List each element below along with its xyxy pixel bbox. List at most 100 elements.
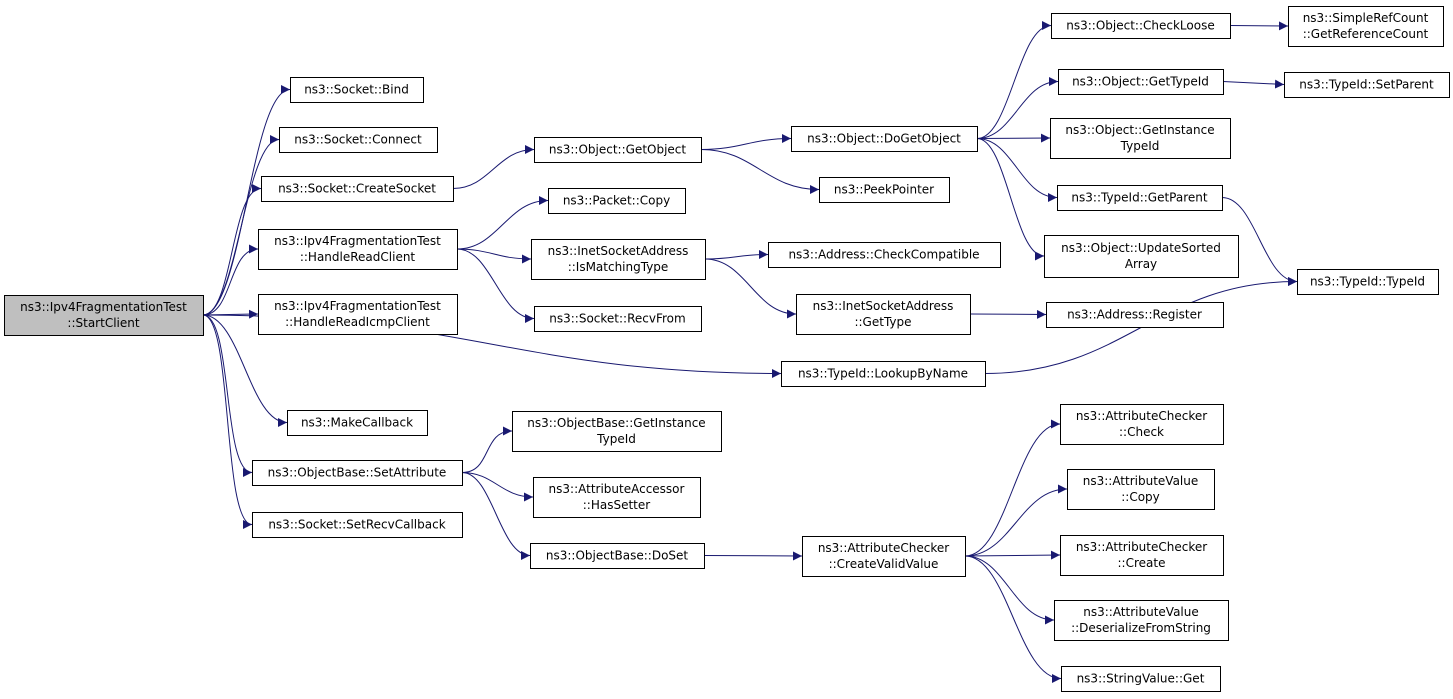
node-box-start_client	[4, 295, 204, 336]
node-label-socket_connect-line-0: ns3::Socket::Connect	[294, 133, 422, 147]
node-box-typeid_setparent	[1284, 72, 1450, 98]
node-label-typeid_typeid-line-0: ns3::TypeId::TypeId	[1310, 275, 1425, 289]
edge-object_dogetobject-to-typeid_getparent	[976, 138, 1058, 202]
edge-object_dogetobject-to-object_updatesortedarray	[976, 138, 1045, 261]
node-label-object_getinstancetypeid-line-1: TypeId	[1120, 139, 1160, 153]
node-makecallback[interactable]: ns3::MakeCallback	[287, 410, 428, 436]
node-typeid_lookupbyname[interactable]: ns3::TypeId::LookupByName	[781, 361, 986, 387]
node-label-socket_bind-line-0: ns3::Socket::Bind	[304, 83, 409, 97]
edge-start_client-to-objectbase_setattribute	[202, 314, 253, 477]
node-label-attributevalue_copy-line-0: ns3::AttributeValue	[1083, 474, 1199, 488]
node-box-objectbase_setattribute	[252, 460, 463, 486]
node-label-attributechecker_create-line-1: ::Create	[1118, 556, 1166, 570]
node-address_checkcompatible[interactable]: ns3::Address::CheckCompatible	[768, 242, 1001, 268]
node-attributechecker_createvalidvalue[interactable]: ns3::AttributeChecker::CreateValidValue	[802, 536, 966, 577]
node-label-inetsocketaddress_ismatchingtype-line-1: ::IsMatchingType	[568, 260, 669, 274]
node-label-attributechecker_createvalidvalue-line-1: ::CreateValidValue	[829, 557, 939, 571]
node-label-attributechecker_create-line-0: ns3::AttributeChecker	[1076, 540, 1207, 554]
node-simplerefcount_getreferencecount[interactable]: ns3::SimpleRefCount::GetReferenceCount	[1288, 6, 1444, 47]
node-label-attributevalue_deserializefromstring-line-1: ::DeserializeFromString	[1071, 621, 1211, 635]
node-box-socket_recvfrom	[534, 306, 702, 332]
node-box-attributevalue_deserializefromstring	[1054, 600, 1229, 641]
node-label-object_dogetobject-line-0: ns3::Object::DoGetObject	[807, 132, 961, 146]
node-label-object_updatesortedarray-line-1: Array	[1125, 257, 1157, 271]
edge-handlereadclient-to-socket_recvfrom	[456, 248, 535, 323]
node-label-objectbase_getinstancetypeid-line-1: TypeId	[596, 432, 636, 446]
node-label-inetsocketaddress_ismatchingtype-line-0: ns3::InetSocketAddress	[548, 244, 689, 258]
node-inetsocketaddress_gettype[interactable]: ns3::InetSocketAddress::GetType	[796, 294, 971, 335]
edge-start_client-to-socket_setrecvcallback	[202, 314, 253, 529]
node-handlereadclient[interactable]: ns3::Ipv4FragmentationTest::HandleReadCl…	[258, 229, 458, 270]
edge-typeid_getparent-to-typeid_typeid	[1221, 197, 1298, 286]
node-label-object_updatesortedarray-line-0: ns3::Object::UpdateSorted	[1061, 241, 1221, 255]
node-label-attributechecker_check-line-1: ::Check	[1119, 425, 1164, 439]
node-socket_recvfrom[interactable]: ns3::Socket::RecvFrom	[534, 306, 702, 332]
node-label-handlereadclient-line-1: ::HandleReadClient	[300, 250, 416, 264]
node-label-peekpointer-line-0: ns3::PeekPointer	[834, 183, 934, 197]
node-box-object_getobject	[534, 137, 702, 163]
node-peekpointer[interactable]: ns3::PeekPointer	[819, 177, 950, 203]
node-label-packet_copy-line-0: ns3::Packet::Copy	[563, 194, 670, 208]
edge-attributechecker_createvalidvalue-to-stringvalue_get	[964, 555, 1062, 683]
node-label-handlereadclient-line-0: ns3::Ipv4FragmentationTest	[274, 234, 441, 248]
node-label-objectbase_getinstancetypeid-line-0: ns3::ObjectBase::GetInstance	[527, 416, 705, 430]
edge-inetsocketaddress_gettype-to-address_register	[969, 309, 1047, 319]
node-packet_copy[interactable]: ns3::Packet::Copy	[548, 188, 686, 214]
node-label-objectbase_setattribute-line-0: ns3::ObjectBase::SetAttribute	[268, 466, 447, 480]
node-typeid_setparent[interactable]: ns3::TypeId::SetParent	[1284, 72, 1450, 98]
node-typeid_getparent[interactable]: ns3::TypeId::GetParent	[1057, 185, 1223, 211]
node-box-object_updatesortedarray	[1044, 235, 1239, 278]
edge-object_getobject-to-peekpointer	[700, 149, 820, 194]
node-label-socket_createsocket-line-0: ns3::Socket::CreateSocket	[278, 182, 436, 196]
edge-objectbase_setattribute-to-attributeaccessor_hassetter	[461, 472, 534, 502]
node-attributeaccessor_hassetter[interactable]: ns3::AttributeAccessor::HasSetter	[533, 477, 701, 518]
edge-objectbase_setattribute-to-objectbase_getinstancetypeid	[461, 426, 513, 473]
node-handlereadicmpclient[interactable]: ns3::Ipv4FragmentationTest::HandleReadIc…	[258, 294, 458, 335]
edge-inetsocketaddress_ismatchingtype-to-address_checkcompatible	[704, 250, 769, 260]
node-box-socket_setrecvcallback	[252, 512, 463, 538]
node-box-attributechecker_check	[1060, 404, 1224, 445]
node-socket_setrecvcallback[interactable]: ns3::Socket::SetRecvCallback	[252, 512, 463, 538]
node-box-peekpointer	[819, 177, 950, 203]
node-label-address_checkcompatible-line-0: ns3::Address::CheckCompatible	[788, 248, 979, 262]
node-box-attributevalue_copy	[1067, 469, 1215, 510]
edge-object_getobject-to-object_dogetobject	[700, 134, 792, 150]
node-objectbase_doset[interactable]: ns3::ObjectBase::DoSet	[530, 543, 705, 569]
node-typeid_typeid[interactable]: ns3::TypeId::TypeId	[1297, 269, 1439, 295]
node-address_register[interactable]: ns3::Address::Register	[1046, 302, 1224, 328]
node-socket_bind[interactable]: ns3::Socket::Bind	[290, 77, 424, 103]
node-label-object_getinstancetypeid-line-0: ns3::Object::GetInstance	[1065, 123, 1214, 137]
node-inetsocketaddress_ismatchingtype[interactable]: ns3::InetSocketAddress::IsMatchingType	[531, 239, 706, 280]
node-label-start_client-line-0: ns3::Ipv4FragmentationTest	[20, 300, 187, 314]
nodes-layer: ns3::Ipv4FragmentationTest::StartClientn…	[4, 6, 1450, 692]
node-object_gettypeid[interactable]: ns3::Object::GetTypeId	[1058, 69, 1224, 95]
node-objectbase_setattribute[interactable]: ns3::ObjectBase::SetAttribute	[252, 460, 463, 486]
node-label-simplerefcount_getreferencecount-line-1: ::GetReferenceCount	[1303, 27, 1429, 41]
node-object_getobject[interactable]: ns3::Object::GetObject	[534, 137, 702, 163]
node-socket_connect[interactable]: ns3::Socket::Connect	[279, 127, 438, 153]
node-attributechecker_check[interactable]: ns3::AttributeChecker::Check	[1060, 404, 1224, 445]
node-box-object_checkloose	[1051, 13, 1231, 39]
node-socket_createsocket[interactable]: ns3::Socket::CreateSocket	[261, 176, 454, 202]
node-label-address_register-line-0: ns3::Address::Register	[1067, 308, 1202, 322]
node-label-inetsocketaddress_gettype-line-0: ns3::InetSocketAddress	[813, 299, 954, 313]
node-stringvalue_get[interactable]: ns3::StringValue::Get	[1061, 666, 1221, 692]
node-attributechecker_create[interactable]: ns3::AttributeChecker::Create	[1060, 535, 1224, 576]
edge-handlereadclient-to-inetsocketaddress_ismatchingtype	[456, 248, 532, 264]
edge-attributechecker_createvalidvalue-to-attributevalue_copy	[964, 484, 1068, 557]
edge-objectbase_doset-to-attributechecker_createvalidvalue	[703, 551, 803, 561]
node-label-stringvalue_get-line-0: ns3::StringValue::Get	[1077, 672, 1205, 686]
node-box-attributeaccessor_hassetter	[533, 477, 701, 518]
node-start_client[interactable]: ns3::Ipv4FragmentationTest::StartClient	[4, 295, 204, 336]
node-attributevalue_deserializefromstring[interactable]: ns3::AttributeValue::DeserializeFromStri…	[1054, 600, 1229, 641]
edge-start_client-to-socket_connect	[202, 135, 280, 316]
node-attributevalue_copy[interactable]: ns3::AttributeValue::Copy	[1067, 469, 1215, 510]
node-object_checkloose[interactable]: ns3::Object::CheckLoose	[1051, 13, 1231, 39]
node-label-handlereadicmpclient-line-1: ::HandleReadIcmpClient	[285, 315, 430, 329]
node-label-attributechecker_check-line-0: ns3::AttributeChecker	[1076, 409, 1207, 423]
node-label-attributeaccessor_hassetter-line-1: ::HasSetter	[583, 498, 651, 512]
node-object_dogetobject[interactable]: ns3::Object::DoGetObject	[791, 126, 978, 152]
